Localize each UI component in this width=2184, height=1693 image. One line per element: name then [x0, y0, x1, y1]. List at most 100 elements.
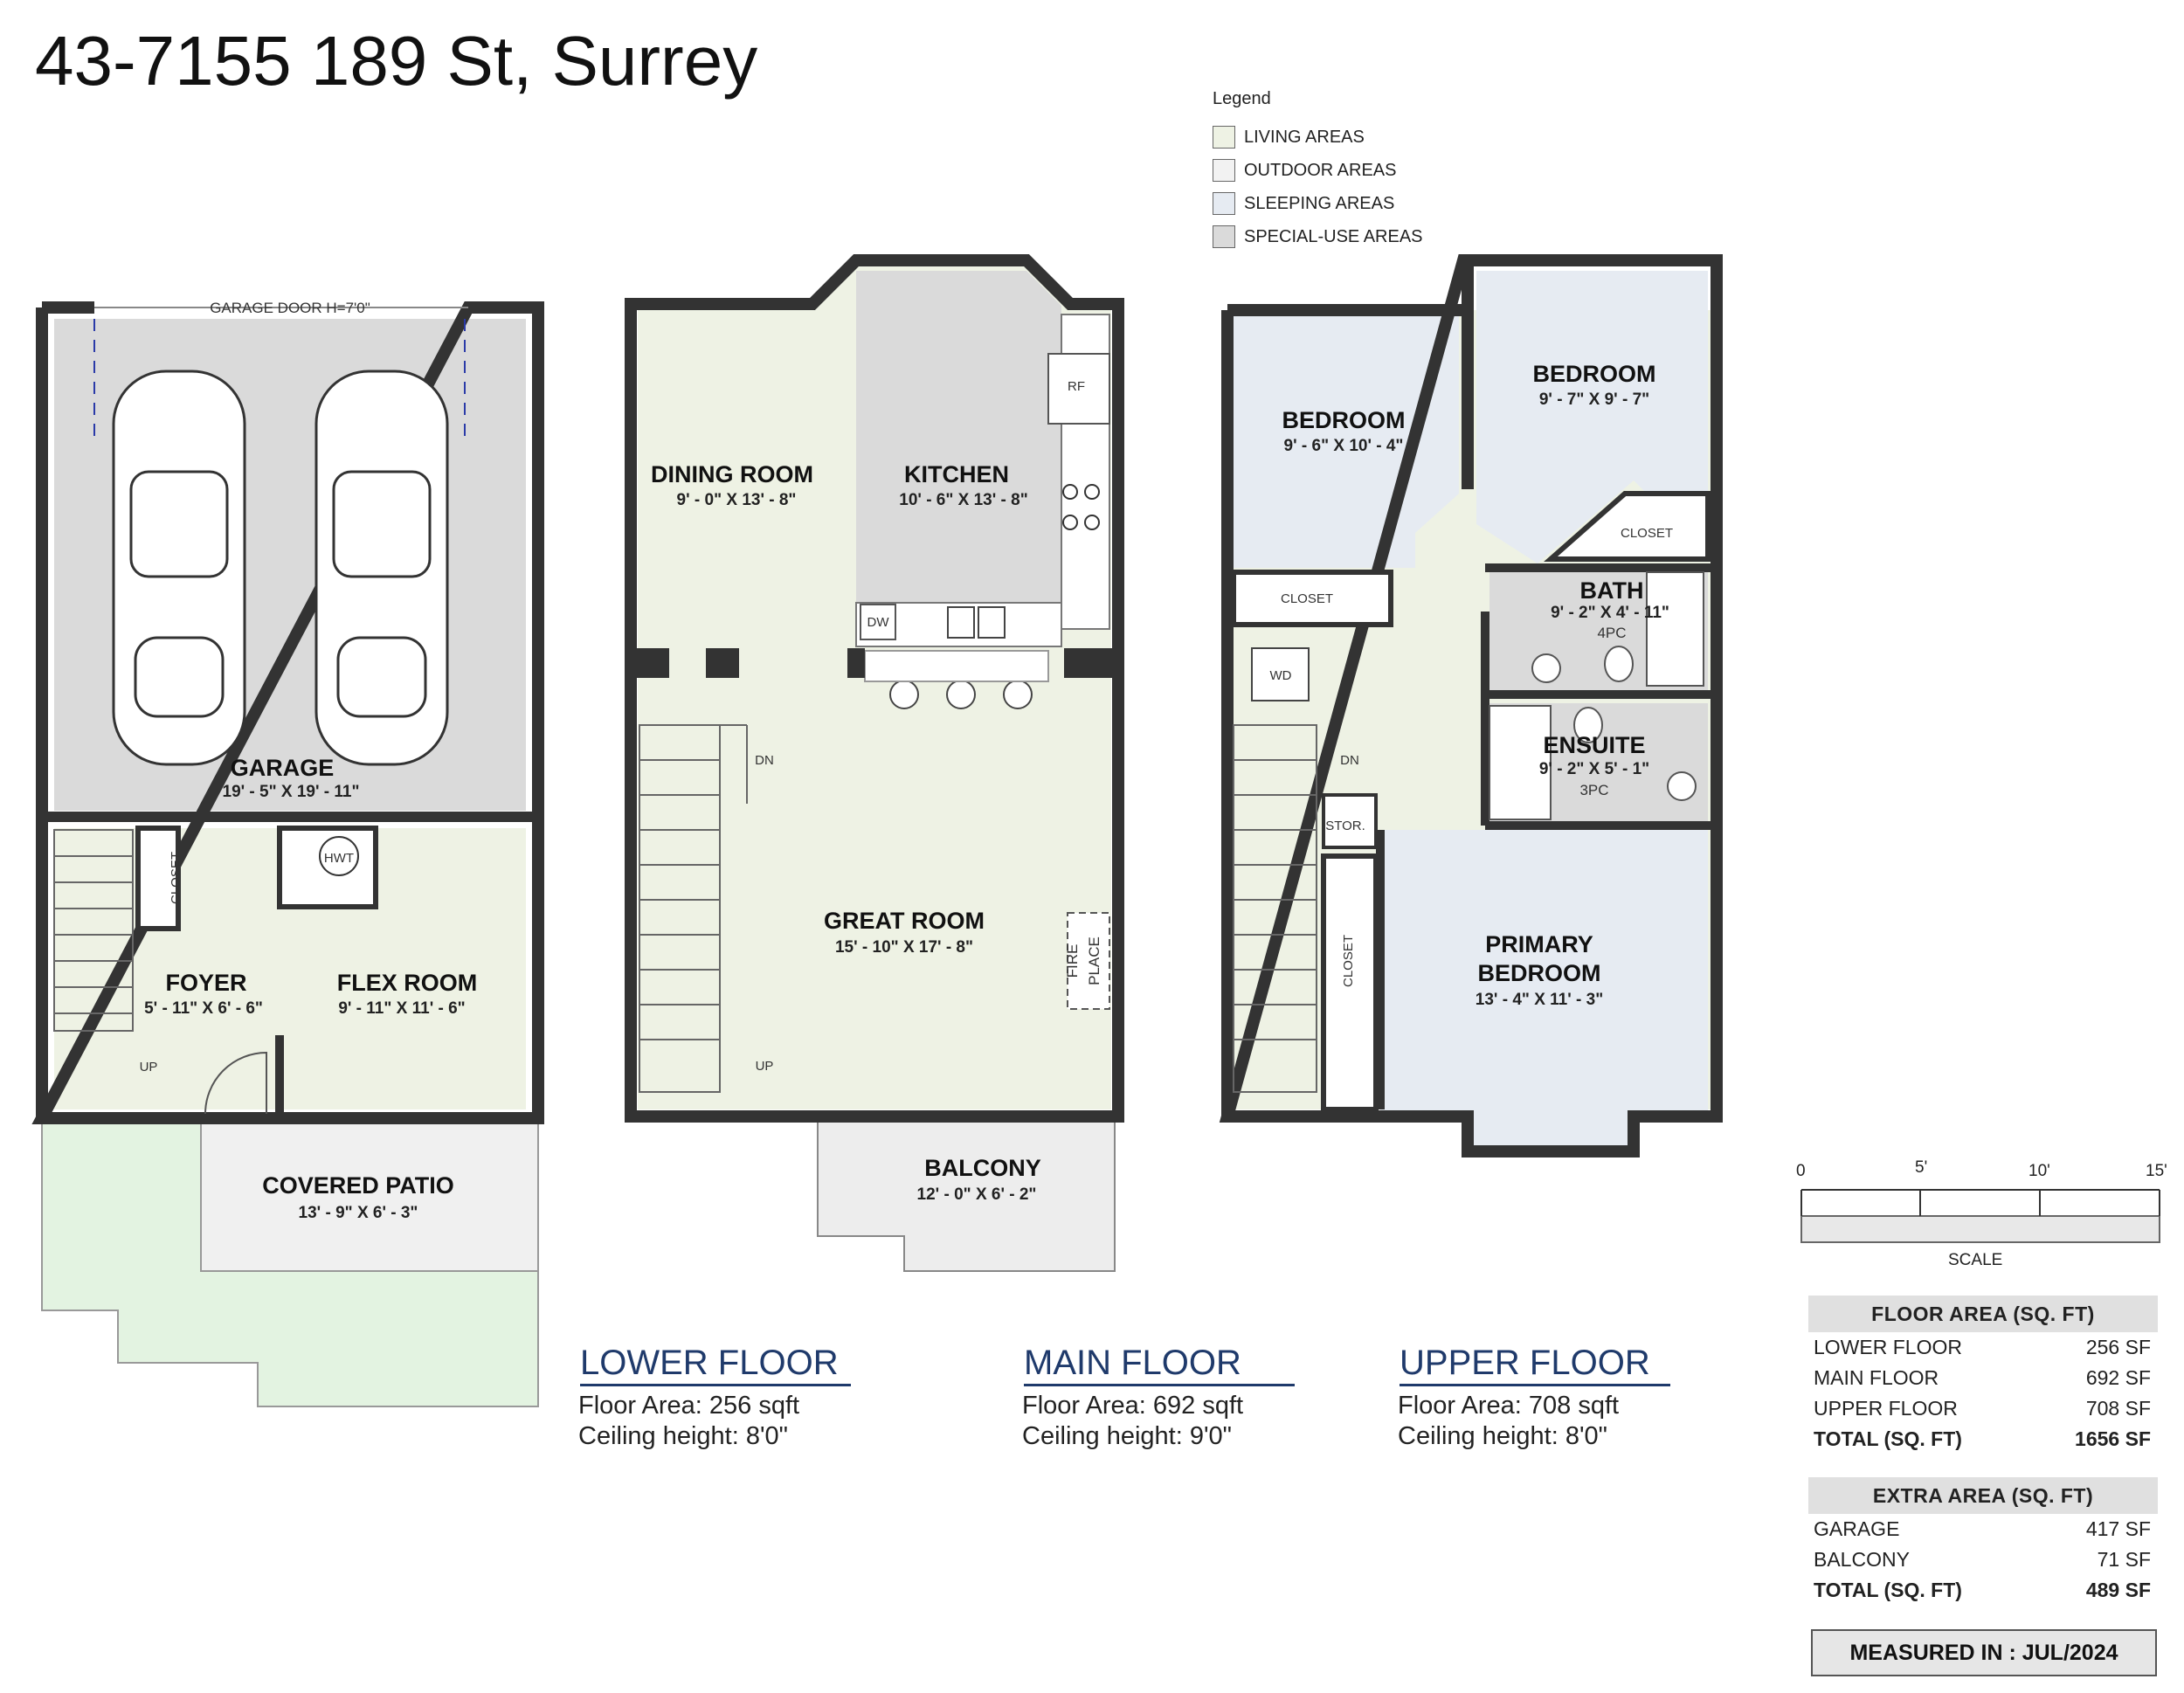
- closet-primary: [1321, 853, 1379, 1112]
- main-post-left: [636, 648, 669, 678]
- primary-bedroom-label-1: PRIMARY: [1485, 931, 1593, 957]
- dining-room-label: DINING ROOM: [651, 461, 813, 487]
- legend-item: OUTDOOR AREAS: [1213, 154, 1423, 187]
- upper-floor-area: Floor Area: 708 sqft: [1398, 1392, 1620, 1420]
- legend-title: Legend: [1213, 89, 1271, 108]
- scale-bar: [1800, 1189, 2160, 1243]
- lower-up-label: UP: [140, 1060, 158, 1075]
- legend-item: SLEEPING AREAS: [1213, 187, 1423, 220]
- foyer-dim: 5' - 11" X 6' - 6": [144, 999, 263, 1018]
- upper-stairs: [1233, 724, 1317, 1093]
- legend-swatch: [1213, 126, 1235, 149]
- kitchen-label: KITCHEN: [904, 461, 1009, 487]
- bath-label: BATH: [1580, 577, 1644, 604]
- lower-closet-label: CLOSET: [169, 852, 183, 904]
- hwt-label: HWT: [324, 851, 354, 866]
- lower-floor-header: LOWER FLOOR: [580, 1344, 851, 1386]
- main-outer-wall: [625, 254, 1124, 1123]
- row-value: 256 SF: [2085, 1336, 2151, 1358]
- legend-label: LIVING AREAS: [1244, 127, 1365, 147]
- great-room-dim: 15' - 10" X 17' - 8": [835, 938, 973, 957]
- fireplace-label-1: FIRE: [1064, 944, 1081, 978]
- refrigerator: [1047, 353, 1110, 425]
- garage-door-label: GARAGE DOOR H=7'0": [210, 300, 370, 316]
- table-total-row: TOTAL (SQ. FT) 489 SF: [1808, 1575, 2158, 1606]
- main-up-label: UP: [756, 1059, 774, 1074]
- foyer-label: FOYER: [165, 970, 246, 996]
- great-room-label: GREAT ROOM: [824, 908, 985, 934]
- main-floor-ceiling: Ceiling height: 9'0": [1022, 1422, 1232, 1450]
- main-dn-label: DN: [755, 753, 774, 768]
- upper-dn-label: DN: [1340, 753, 1359, 768]
- flex-room-label: FLEX ROOM: [337, 970, 478, 996]
- balcony-dim: 12' - 0" X 6' - 2": [917, 1185, 1037, 1204]
- ensuite-label: ENSUITE: [1543, 732, 1645, 758]
- sink-icon: [947, 606, 1006, 639]
- bathtub: [1646, 571, 1704, 687]
- main-post-mid: [706, 648, 739, 678]
- kitchen-area: [856, 271, 1061, 603]
- main-floor-header: MAIN FLOOR: [1024, 1344, 1295, 1386]
- row-label: GARAGE: [1814, 1517, 1900, 1540]
- total-label: TOTAL (SQ. FT): [1814, 1579, 1962, 1601]
- bedroom-1-dim: 9' - 6" X 10' - 4": [1284, 437, 1404, 455]
- bedroom-2-label: BEDROOM: [1533, 361, 1656, 387]
- bath-dim: 9' - 2" X 4' - 11": [1551, 604, 1669, 622]
- balcony-label: BALCONY: [924, 1155, 1041, 1181]
- main-post-far: [1064, 648, 1118, 678]
- row-label: BALCONY: [1814, 1548, 1910, 1571]
- kitchen-dim: 10' - 6" X 13' - 8": [899, 491, 1027, 509]
- ensuite-note: 3PC: [1579, 782, 1608, 798]
- table-row: GARAGE 417 SF: [1808, 1514, 2158, 1544]
- ensuite-dim: 9' - 2" X 5' - 1": [1539, 760, 1649, 778]
- bedroom-1-label: BEDROOM: [1282, 407, 1406, 433]
- table-row: LOWER FLOOR 256 SF: [1808, 1332, 2158, 1363]
- ensuite-sink-icon: [1667, 771, 1697, 801]
- lower-stairs: [53, 829, 134, 1032]
- row-label: UPPER FLOOR: [1814, 1397, 1958, 1420]
- total-label: TOTAL (SQ. FT): [1814, 1427, 1962, 1450]
- primary-bedroom-label-2: BEDROOM: [1478, 960, 1601, 986]
- lower-floor-plan: GARAGE DOOR H=7'0" GARAGE 19' - 5" X 19'…: [31, 300, 544, 1407]
- bar-overhang: [864, 650, 1049, 682]
- main-floor-area: Floor Area: 692 sqft: [1022, 1392, 1244, 1420]
- table-row: UPPER FLOOR 708 SF: [1808, 1393, 2158, 1424]
- legend-item: LIVING AREAS: [1213, 121, 1423, 154]
- row-value: 417 SF: [2085, 1517, 2151, 1540]
- garage-label: GARAGE: [231, 755, 335, 781]
- bath-note: 4PC: [1597, 625, 1626, 641]
- scale-tick-5: 5': [1915, 1158, 1928, 1177]
- covered-patio-area: [200, 1117, 539, 1272]
- upper-outer-wall: [1219, 254, 1723, 1157]
- primary-bedroom-dim: 13' - 4" X 11' - 3": [1476, 991, 1603, 1009]
- lower-closet: [135, 826, 181, 931]
- total-value: 489 SF: [2085, 1579, 2151, 1601]
- row-label: LOWER FLOOR: [1814, 1336, 1962, 1358]
- legend-swatch: [1213, 225, 1235, 248]
- bedroom-2-area: [1476, 271, 1708, 563]
- lower-outer-wall: [31, 301, 544, 1124]
- lower-floor-ceiling: Ceiling height: 8'0": [578, 1422, 788, 1450]
- legend-label: OUTDOOR AREAS: [1244, 160, 1397, 180]
- legend-label: SPECIAL-USE AREAS: [1244, 226, 1423, 246]
- upper-floor-plan: BEDROOM 9' - 6" X 10' - 4" BEDROOM 9' - …: [1219, 254, 1723, 1157]
- row-value: 71 SF: [2097, 1548, 2151, 1571]
- refrigerator-label: RF: [1068, 379, 1085, 394]
- upper-floor-ceiling: Ceiling height: 8'0": [1398, 1422, 1607, 1450]
- bath-sink-icon: [1531, 653, 1561, 683]
- scale-label: SCALE: [1948, 1251, 2003, 1269]
- scale-tick-10: 10': [2028, 1162, 2050, 1180]
- upper-floor-header: UPPER FLOOR: [1400, 1344, 1670, 1386]
- stove-icon: [1062, 484, 1100, 530]
- legend-swatch: [1213, 192, 1235, 215]
- bath-toilet-icon: [1604, 646, 1634, 682]
- garage-dim: 19' - 5" X 19' - 11": [223, 783, 360, 801]
- row-value: 708 SF: [2085, 1397, 2151, 1420]
- table-row: BALCONY 71 SF: [1808, 1544, 2158, 1575]
- bedroom-2-dim: 9' - 7" X 9' - 7": [1539, 390, 1649, 409]
- row-value: 692 SF: [2085, 1366, 2151, 1389]
- car-left-icon: [112, 370, 246, 766]
